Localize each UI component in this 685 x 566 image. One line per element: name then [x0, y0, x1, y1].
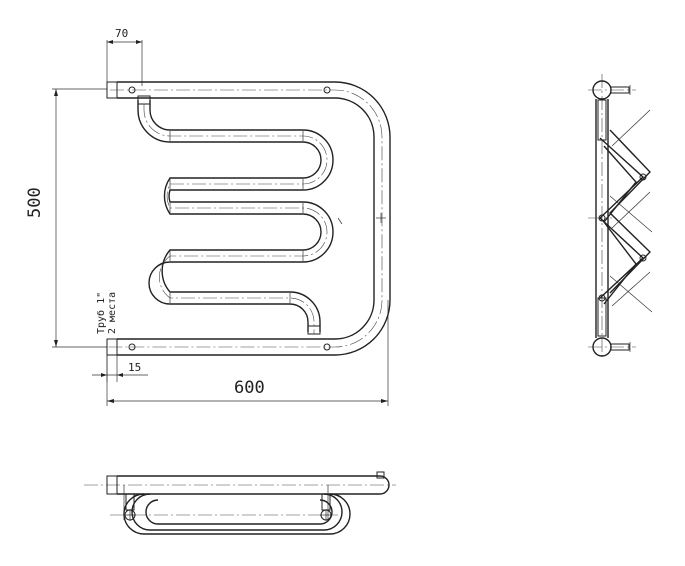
dimension-width-label: 600 [234, 378, 265, 398]
dimension-height-label: 500 [25, 187, 45, 218]
dimension-width: 600 [106, 300, 389, 406]
front-view: 70 500 Труб 1" 2 места 15 [25, 27, 391, 406]
dimension-height: 500 [25, 88, 107, 348]
pipe-note-line1: Труб 1" [95, 292, 107, 334]
dimension-top-offset-label: 70 [115, 27, 128, 40]
side-view [588, 74, 653, 360]
top-view [84, 471, 396, 535]
dimension-top-offset: 70 [106, 27, 143, 86]
pipe-note-line2: 2 места [107, 292, 118, 334]
pipe-note: Труб 1" 2 места [95, 292, 118, 334]
dimension-small-offset-label: 15 [128, 361, 141, 374]
